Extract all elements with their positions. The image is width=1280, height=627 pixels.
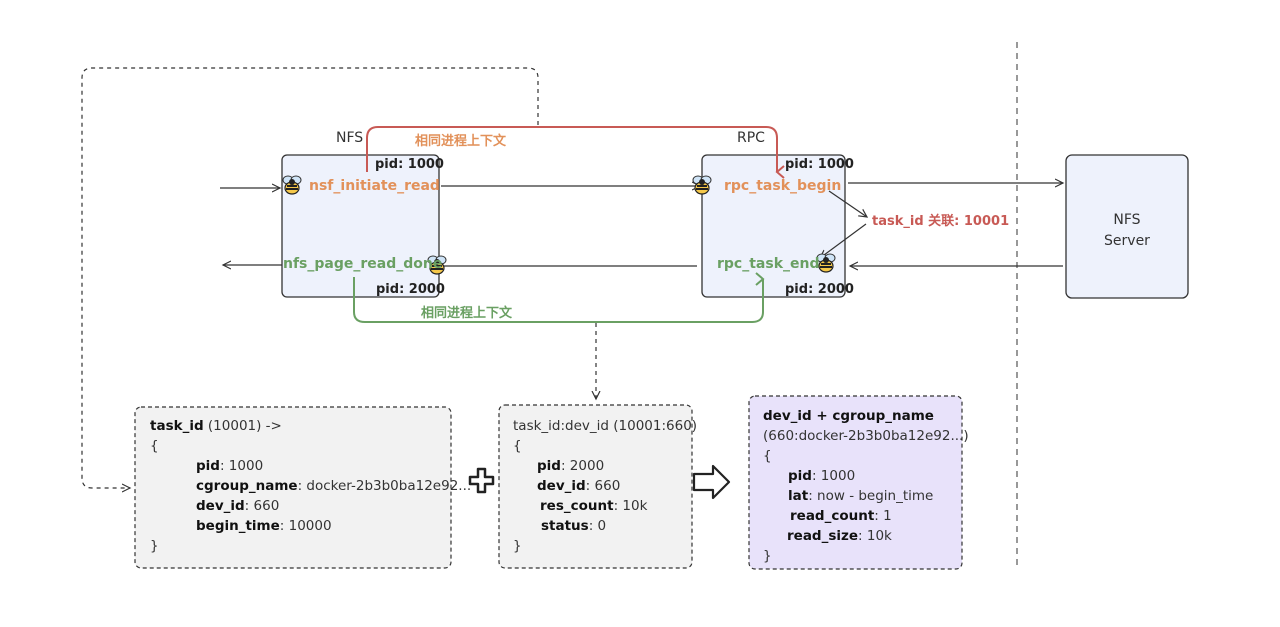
hollow-right-arrow-icon bbox=[692, 464, 731, 500]
bee-icon bbox=[692, 175, 712, 195]
rpc-func-task-end: rpc_task_end bbox=[717, 256, 820, 272]
nfs-pid-top: pid: 1000 bbox=[375, 157, 444, 172]
nfs-box bbox=[281, 154, 440, 298]
nfs-label: NFS bbox=[336, 130, 364, 146]
nfs-server-line2: Server bbox=[1104, 233, 1150, 249]
red-context-bracket bbox=[366, 126, 785, 179]
map1-close-brace: } bbox=[150, 538, 159, 554]
map2-box bbox=[498, 404, 693, 569]
task-link-line-bottom bbox=[820, 223, 867, 258]
map2-open-brace: { bbox=[513, 438, 522, 454]
map1-header-rest: (10001) -> bbox=[203, 418, 282, 434]
map3-header-sub: (660:docker-2b3b0ba12e92...) bbox=[763, 428, 969, 444]
map2-content: task_id:dev_id (10001:660) { pid: 2000 d… bbox=[513, 416, 697, 556]
nfs-server-line1: NFS bbox=[1113, 212, 1141, 228]
plus-icon bbox=[468, 467, 495, 494]
map2-row: status: 0 bbox=[541, 518, 607, 534]
map1-content: task_id (10001) -> { pid: 1000 cgroup_na… bbox=[150, 416, 471, 556]
rpc-label: RPC bbox=[737, 130, 765, 146]
map3-row: pid: 1000 bbox=[788, 468, 856, 484]
map1-box bbox=[134, 406, 452, 569]
map2-header: task_id:dev_id (10001:660) bbox=[513, 418, 698, 434]
map3-close-brace: } bbox=[763, 548, 772, 564]
map2-row: pid: 2000 bbox=[537, 458, 605, 474]
map1-header: task_id (10001) -> bbox=[150, 416, 471, 436]
nfs-func-page-read-done: nfs_page_read_done bbox=[283, 256, 443, 272]
map3-row: lat: now - begin_time bbox=[788, 488, 934, 504]
rpc-pid-bottom: pid: 2000 bbox=[785, 282, 854, 297]
map2-row: res_count: 10k bbox=[540, 498, 648, 514]
map3-box bbox=[748, 395, 963, 570]
bee-icon bbox=[282, 175, 302, 195]
rpc-box bbox=[701, 154, 846, 298]
same-context-label-bottom: 相同进程上下文 bbox=[421, 306, 513, 321]
map3-content: dev_id + cgroup_name (660:docker-2b3b0ba… bbox=[763, 406, 969, 566]
map3-row: read_count: 1 bbox=[790, 508, 892, 524]
map2-row: dev_id: 660 bbox=[537, 478, 621, 494]
map3-header-key: dev_id + cgroup_name bbox=[763, 408, 934, 424]
nfs-func-initiate-read: nsf_initiate_read bbox=[309, 178, 440, 194]
nfs-server-box bbox=[1065, 154, 1189, 299]
feedback-dashed-connector bbox=[81, 67, 539, 488]
nfs-server-label: NFS Server bbox=[1066, 210, 1188, 252]
map1-row: cgroup_name: docker-2b3b0ba12e92... bbox=[196, 478, 472, 494]
bee-icon bbox=[816, 253, 836, 273]
map1-open-brace: { bbox=[150, 438, 159, 454]
task-link-line-top bbox=[828, 190, 867, 217]
map2-close-brace: } bbox=[513, 538, 522, 554]
map1-row: pid: 1000 bbox=[196, 458, 264, 474]
map1-row: dev_id: 660 bbox=[196, 498, 280, 514]
nfs-pid-bottom: pid: 2000 bbox=[376, 282, 445, 297]
map3-row: read_size: 10k bbox=[787, 528, 892, 544]
map1-row: begin_time: 10000 bbox=[196, 518, 332, 534]
rpc-func-task-begin: rpc_task_begin bbox=[724, 178, 842, 194]
bee-icon bbox=[427, 255, 447, 275]
same-context-label-top: 相同进程上下文 bbox=[415, 134, 507, 149]
green-context-bracket bbox=[353, 272, 765, 323]
map1-header-key: task_id bbox=[150, 418, 204, 434]
rpc-pid-top: pid: 1000 bbox=[785, 157, 854, 172]
task-link-label: task_id 关联: 10001 bbox=[872, 214, 1010, 229]
map3-open-brace: { bbox=[763, 448, 772, 464]
